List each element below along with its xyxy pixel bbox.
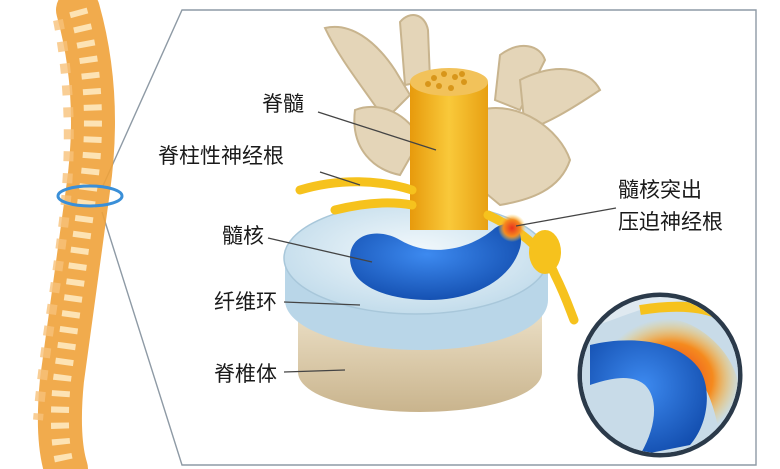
nucleus-pulposus (350, 224, 521, 300)
label-spinal-cord: 脊髓 (262, 92, 304, 116)
magnified-inset (577, 292, 743, 458)
label-herniation-line2: 压迫神经根 (618, 210, 723, 234)
label-vertebral-body: 脊椎体 (214, 362, 277, 386)
zoom-frame (101, 9, 757, 466)
nerve-ganglion (529, 230, 561, 274)
vertebral-processes (323, 14, 602, 207)
spinal-cord (410, 68, 488, 230)
spine-column (33, 0, 124, 469)
label-spinal-nerve-root: 脊柱性神经根 (158, 144, 284, 168)
compression-spot (498, 214, 526, 242)
label-herniation-line1: 髓核突出 (618, 178, 702, 202)
leader-lines (267, 111, 617, 373)
label-annulus: 纤维环 (214, 290, 277, 314)
label-nucleus: 髓核 (222, 224, 264, 248)
